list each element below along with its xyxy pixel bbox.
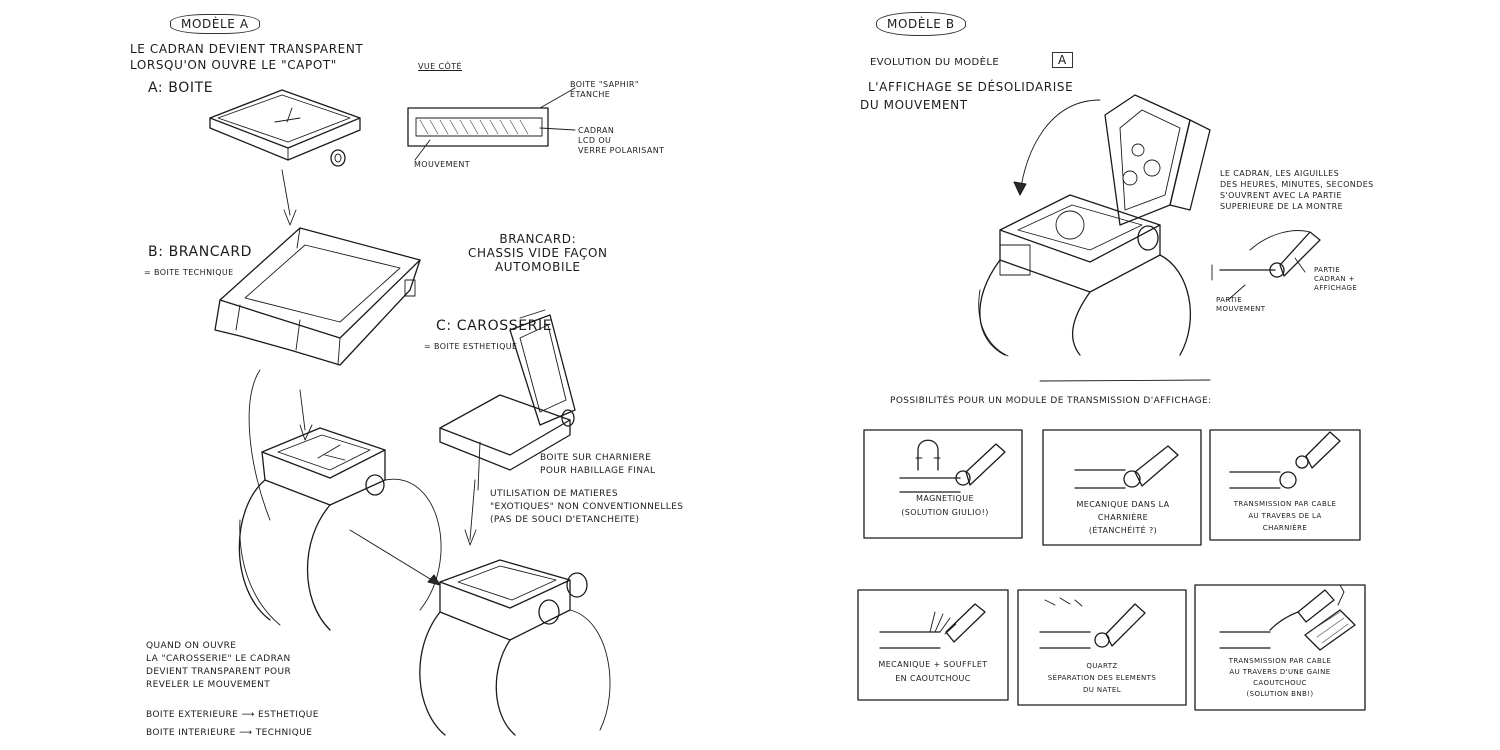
side-label-movement: MOUVEMENT [414,160,471,169]
box-a-sketch [209,89,361,226]
side-view-label: VUE CÔTÉ [418,62,462,71]
panel-cable-hinge-sketch [1229,431,1341,489]
panel-caption-bellows: MECANIQUE + SOUFFLET EN CAOUTCHOUC [878,660,988,683]
panel-quartz-sketch [1039,597,1146,649]
sketch-page-model-b: MODÈLE B EVOLUTION DU MODÈLE A L'AFFICHA… [750,0,1500,750]
brancard-sketch [214,227,421,521]
part-dial-label: PARTIE CADRAN + AFFICHAGE [1314,266,1358,292]
panel-mechanical-hinge-sketch [1074,445,1179,489]
panel-caption-cable-hinge: TRANSMISSION PAR CABLE AU TRAVERS DE LA … [1233,500,1337,532]
opened-watch-sketch [978,94,1211,357]
carrosserie-sub: = BOITE ESTHETIQUE [424,342,518,351]
model-a-title: MODÈLE A [170,14,260,34]
panel-caption-rubber-sheath: TRANSMISSION PAR CABLE AU TRAVERS D'UNE … [1228,657,1332,698]
box-a-label: A: BOITE [148,80,214,96]
model-b-drawings [857,94,1366,711]
evolution-line: EVOLUTION DU MODÈLE [870,57,1000,68]
materials-note: UTILISATION DE MATIERES "EXOTIQUES" NON … [490,489,684,525]
panel-caption-mechanical-hinge: MECANIQUE DANS LA CHARNIÈRE (ÉTANCHÉITÉ … [1076,500,1170,535]
side-label-dial: CADRAN LCD OU VERRE POLARISANT [578,126,665,155]
sketch-page-model-a: MODÈLE A LE CADRAN DEVIENT TRANSPARENT L… [130,14,684,738]
brancard-definition: BRANCARD: CHASSIS VIDE FAÇON AUTOMOBILE [468,232,608,274]
side-label-sapphire: BOITE "SAPHIR" ETANCHE [570,80,639,99]
legend-line-1: BOITE EXTERIEURE ⟶ ESTHETIQUE [146,710,319,720]
right-intro-line-1: L'AFFICHAGE SE DÉSOLIDARISE [868,80,1074,94]
brancard-label: B: BRANCARD [148,244,253,260]
hinge-note: BOITE SUR CHARNIERE POUR HABILLAGE FINAL [540,453,656,476]
carrosserie-sketch [439,309,576,471]
legend-line-2: BOITE INTERIEURE ⟶ TECHNIQUE [146,728,313,738]
carrosserie-label: C: CAROSSERIE [436,318,553,334]
part-movement-label: PARTIE MOUVEMENT [1216,296,1266,313]
panel-caption-quartz: QUARTZ SÉPARATION DES ELEMENTS DU NATEL [1047,662,1157,694]
watch-strap-sketch-1 [238,427,442,631]
panel-caption-magnetic: MAGNETIQUE (SOLUTION GIULIO!) [901,494,989,517]
panel-magnetic-sketch [899,439,1006,493]
right-intro-line-2: DU MOUVEMENT [860,98,968,112]
dial-note: LE CADRAN, LES AIGUILLES DES HEURES, MIN… [1220,169,1374,211]
possibilities-heading: POSSIBILITÉS POUR UN MODULE DE TRANSMISS… [890,396,1212,406]
opening-note: QUAND ON OUVRE LA "CAROSSERIE" LE CADRAN… [146,641,292,690]
hinge-diagram [1211,230,1321,301]
side-view-sketch [407,87,576,161]
intro-line-2: LORSQU'ON OUVRE LE "CAPOT" [130,58,337,72]
panel-bellows-sketch [879,603,986,649]
brancard-sub: = BOITE TECHNIQUE [144,268,234,277]
intro-line-1: LE CADRAN DEVIENT TRANSPARENT [130,42,364,56]
panel-rubber-sheath-sketch [1219,584,1356,651]
watch-strap-sketch-2 [419,441,611,736]
evolution-box: A [1052,52,1073,68]
model-b-title: MODÈLE B [876,12,966,36]
model-a-drawings [209,87,611,736]
panel-frames [857,429,1366,711]
